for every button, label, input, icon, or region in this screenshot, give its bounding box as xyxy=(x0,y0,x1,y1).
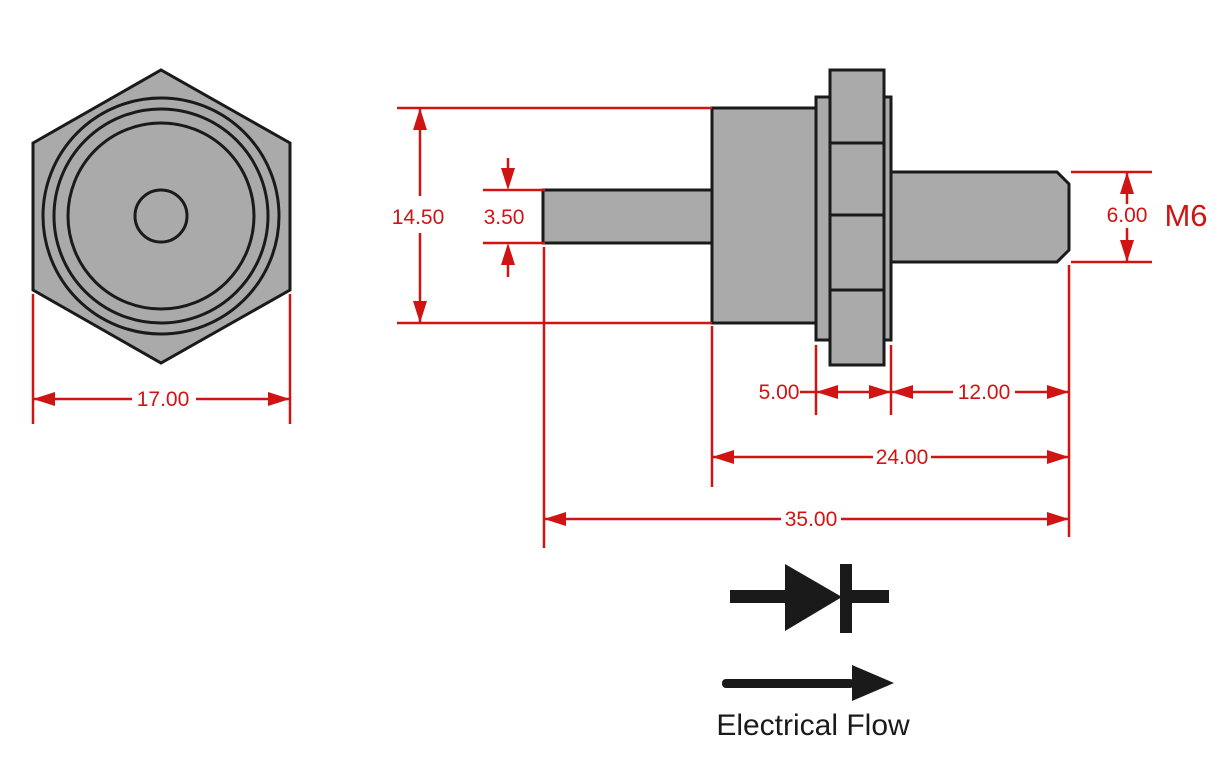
dim-hex-width: 17.00 xyxy=(31,294,292,424)
diode-triangle xyxy=(785,564,842,631)
dim-overall-length-label: 35.00 xyxy=(785,508,838,531)
dim-hex-thickness-arrow-right xyxy=(869,385,891,399)
hex-nut-facet-lines xyxy=(830,141,884,292)
hex-nut-side xyxy=(828,68,886,367)
flow-label: Electrical Flow xyxy=(716,709,910,742)
dim-body-stud-arrow-right xyxy=(1047,450,1069,464)
dim-overall-arrow-right xyxy=(1047,512,1069,526)
front-view xyxy=(31,68,292,365)
dim-lead-arrow-bottom xyxy=(501,243,515,265)
dim-stud-length-arrow-right xyxy=(1047,385,1069,399)
flow-arrow-shaft xyxy=(722,679,854,688)
dim-stud-arrow-top xyxy=(1120,172,1134,194)
center-pin-circle xyxy=(133,188,189,244)
dim-body-height: 14.50 xyxy=(392,106,712,325)
dim-lead-arrow-top xyxy=(501,168,515,190)
lead-wire xyxy=(541,188,715,245)
hex-head-circle-outer xyxy=(41,96,281,336)
diode-body xyxy=(710,106,818,325)
dim-stud-length-arrow-left xyxy=(891,385,913,399)
dim-hex-width-label: 17.00 xyxy=(137,388,190,411)
diode-symbol xyxy=(730,564,889,633)
side-view xyxy=(541,68,1071,367)
flow-arrow-head xyxy=(852,665,894,701)
dim-lead-diameter-label: 3.50 xyxy=(484,206,525,229)
dim-stud-diameter-label: 6.00 xyxy=(1107,204,1148,227)
dim-body-stud-length-label: 24.00 xyxy=(876,446,929,469)
dim-body-stud-arrow-left xyxy=(712,450,734,464)
dim-body-height-arrow-top xyxy=(413,108,427,130)
dim-stud-length: 12.00 xyxy=(891,381,1069,404)
dim-stud-length-label: 12.00 xyxy=(958,381,1011,404)
flow-annotation: Electrical Flow xyxy=(716,665,910,742)
diode-cathode-lead xyxy=(852,590,889,603)
dim-hex-thickness-arrow-left xyxy=(816,385,838,399)
hex-head-outline xyxy=(31,68,292,365)
dim-body-stud-length: 24.00 xyxy=(712,446,1069,469)
dim-hex-thickness-label: 5.00 xyxy=(759,381,800,404)
dim-hex-thickness: 5.00 xyxy=(759,381,891,404)
extension-lines xyxy=(542,247,1071,548)
dim-overall-arrow-left xyxy=(544,512,566,526)
dim-lead-diameter: 3.50 xyxy=(483,158,545,277)
threaded-stud xyxy=(886,170,1071,264)
hex-head-circle-inner xyxy=(66,121,256,311)
dim-hex-width-arrow-left xyxy=(33,392,55,406)
dim-hex-width-arrow-right xyxy=(268,392,290,406)
dim-stud-arrow-bottom xyxy=(1120,240,1134,262)
dim-body-height-arrow-bottom xyxy=(413,301,427,323)
diode-anode-lead xyxy=(730,590,787,603)
dim-stud-diameter: 6.00 M6 xyxy=(1071,170,1208,264)
dim-overall-length: 35.00 xyxy=(544,508,1069,531)
hex-head-circle-middle xyxy=(52,107,270,325)
dim-body-height-label: 14.50 xyxy=(392,206,445,229)
thread-size-label: M6 xyxy=(1164,198,1207,233)
diode-cathode-bar xyxy=(840,564,852,633)
